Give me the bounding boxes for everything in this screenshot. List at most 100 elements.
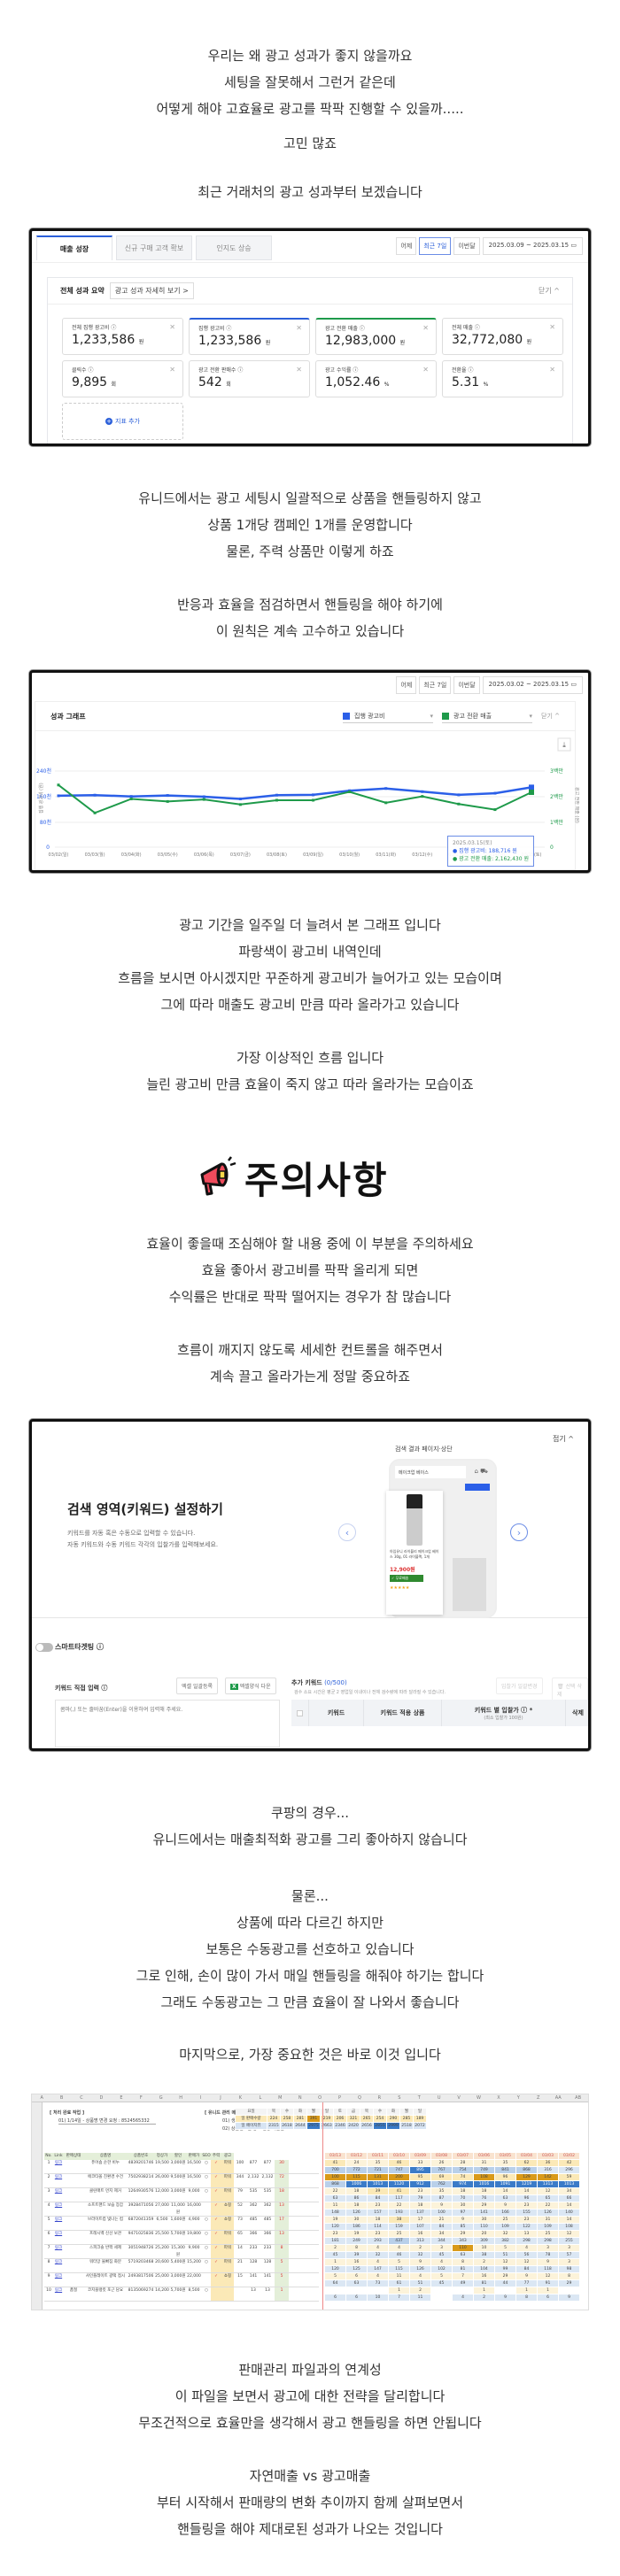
select-all-checkbox[interactable]: [291, 1700, 309, 1726]
delete-selected-button[interactable]: 🗑 선택 삭제: [552, 1677, 588, 1702]
close-icon[interactable]: ✕: [296, 324, 302, 332]
svg-text:03/09(일): 03/09(일): [303, 852, 323, 858]
close-icon[interactable]: ✕: [169, 366, 175, 374]
excel-download-button[interactable]: X 엑셀양식 다운: [225, 1677, 276, 1694]
range-7days-button[interactable]: 최근 7일: [419, 676, 452, 694]
metric-unit: 회: [226, 382, 231, 388]
metric-label: 전체 집행 광고비 ⓘ: [72, 325, 117, 331]
plus-icon: +: [105, 418, 112, 425]
metric-value: 12,983,000: [325, 334, 397, 348]
metric-value: 9,895: [72, 375, 108, 389]
svg-text:03/11(화): 03/11(화): [376, 852, 396, 858]
close-icon[interactable]: ✕: [549, 366, 555, 374]
section-desc: 키워드를 자동 혹은 수동으로 입력할 수 있습니다.: [67, 1530, 196, 1537]
excel-upload-button[interactable]: 엑셀 일괄등록: [176, 1677, 219, 1694]
close-button[interactable]: 닫기 ^: [541, 713, 560, 720]
section-title: 검색 영역(키워드) 설정하기: [67, 1501, 223, 1517]
body-line: 가장 이상적인 흐름 입니다: [236, 1050, 384, 1066]
download-button: [557, 737, 571, 752]
metric-unit: 원: [265, 340, 271, 346]
performance-graph-screenshot: 어제 최근 7일 이번달 2025.03.02 ~ 2025.03.15 ▭ 성…: [29, 670, 591, 873]
svg-text:03/06(목): 03/06(목): [194, 852, 214, 858]
metric-unit: 원: [526, 339, 532, 345]
tab-awareness[interactable]: 인지도 상승: [196, 235, 272, 260]
svg-text:03/07(금): 03/07(금): [230, 852, 251, 858]
detail-view-button[interactable]: 광고 성과 자세히 보기 >: [109, 282, 194, 299]
intro-worry: 고민 많죠: [283, 135, 337, 151]
close-icon[interactable]: ✕: [169, 323, 175, 331]
range-month-button[interactable]: 이번달: [453, 676, 480, 694]
memo-right-title: [ 유니드 관리 메모 ]: [205, 2110, 244, 2116]
close-icon[interactable]: ✕: [422, 324, 429, 332]
green-swatch-icon: [442, 712, 450, 720]
section-desc: 자동 키워드와 수동 키워드 각각의 입찰가를 입력해보세요.: [67, 1541, 219, 1548]
body-line: 그로 인해, 손이 많이 가서 매일 핸들링을 해줘야 하기는 합니다: [136, 1968, 484, 1984]
body-line: 그래도 수동광고는 그 만큼 효율이 잘 나와서 좋습니다: [160, 1994, 460, 2010]
intro-text: 우리는 왜 광고 성과가 좋지 않을까요 세팅을 잘못해서 그런거 같은데 어떻…: [0, 42, 620, 122]
close-icon[interactable]: ✕: [549, 323, 555, 331]
metric-unit: %: [384, 382, 390, 388]
metric-label: 광고 수익률 ⓘ: [325, 367, 359, 374]
body-line: 상품에 따라 다르긴 하지만: [236, 1915, 384, 1931]
col-applied-product: 키워드 적용 상품: [364, 1700, 442, 1726]
svg-text:03/02(일): 03/02(일): [49, 852, 69, 858]
tab-sales-growth[interactable]: 매출 성장: [36, 235, 112, 260]
range-yesterday-button[interactable]: 어제: [396, 676, 417, 694]
body-line: 효율 좋아서 광고비를 팍팍 올리게 되면: [201, 1262, 419, 1278]
svg-text:0: 0: [46, 845, 50, 851]
date-picker[interactable]: 2025.03.09 ~ 2025.03.15 ▭: [482, 237, 583, 255]
calendar-icon: ▭: [570, 681, 577, 688]
product-price: 12,900원: [390, 1567, 415, 1573]
add-metric-label: 지표 추가: [115, 418, 140, 425]
excel-download-label: 엑셀양식 다운: [239, 1684, 271, 1690]
body-line: 유니드에서는 광고 세팅시 일괄적으로 상품을 핸들링하지 않고: [138, 490, 482, 506]
smart-targeting-toggle[interactable]: [35, 1643, 53, 1652]
series-select-revenue[interactable]: 광고 전환 매출▾: [442, 710, 533, 723]
metric-value: 32,772,080: [452, 333, 523, 347]
range-month-button[interactable]: 이번달: [453, 237, 480, 255]
ad-summary-screenshot: 매출 성장 신규 구매 고객 확보 인지도 상승 어제 최근 7일 이번달 20…: [29, 228, 591, 446]
metric-label: 집행 광고비 ⓘ: [198, 326, 232, 332]
metric-value: 1,233,586: [198, 334, 262, 348]
date-picker[interactable]: 2025.03.02 ~ 2025.03.15 ▭: [482, 676, 583, 694]
keyword-settings-screenshot: 검색 영역(키워드) 설정하기 키워드를 자동 혹은 수동으로 입력할 수 있습…: [29, 1419, 591, 1751]
add-metric-button[interactable]: +지표 추가: [62, 403, 183, 440]
series-select-spend[interactable]: 집행 광고비▾: [343, 710, 434, 723]
product-name: 아임유니 라이블리 메이크업 베이스 30g, 01 라이블랙, 1개: [390, 1549, 439, 1559]
tab-bar: 매출 성장 신규 구매 고객 확보 인지도 상승: [36, 235, 275, 260]
body-line: 이 파일을 보면서 광고에 대한 전략을 달리합니다: [174, 2388, 446, 2404]
range-7days-button[interactable]: 최근 7일: [419, 237, 452, 255]
close-icon[interactable]: ✕: [296, 366, 302, 374]
svg-text:03/08(토): 03/08(토): [267, 852, 287, 858]
body-line: 핸들링을 해야 제대로된 성과가 나오는 것입니다: [177, 2521, 443, 2537]
body-line: 물론...: [291, 1888, 329, 1904]
close-icon[interactable]: ✕: [422, 366, 429, 374]
added-keywords-label: 추가 키워드: [291, 1679, 322, 1686]
body-line: 이 원칙은 계속 고수하고 있습니다: [215, 623, 405, 639]
intro-line: 세팅을 잘못해서 그런거 같은데: [224, 74, 396, 90]
svg-text:160천: 160천: [36, 793, 51, 800]
memo-left-line: 01) 1/14일 - 상품명 변경 요청 : 8524565332: [58, 2117, 156, 2125]
svg-text:03/12(수): 03/12(수): [412, 852, 432, 858]
carousel-next-button[interactable]: ›: [510, 1523, 528, 1541]
body-line: 물론, 주력 상품만 이렇게 하죠: [226, 544, 394, 559]
date-range-value: 2025.03.09 ~ 2025.03.15: [488, 242, 570, 249]
metric-label: 광고 전환 매출 ⓘ: [325, 326, 365, 332]
close-button[interactable]: 닫기 ^: [539, 287, 560, 295]
keyword-input[interactable]: [55, 1700, 280, 1747]
body-line: 그에 따라 매출도 광고비 만큼 따라 올라가고 있습니다: [160, 997, 460, 1013]
bulk-bid-button[interactable]: 입찰가 일괄변경: [496, 1677, 543, 1694]
carousel-prev-button[interactable]: ‹: [338, 1523, 356, 1541]
fold-button[interactable]: 접기 ^: [553, 1435, 574, 1443]
svg-text:03/05(수): 03/05(수): [158, 852, 178, 858]
tab-new-customers[interactable]: 신규 구매 고객 확보: [116, 235, 192, 260]
graph-title: 성과 그래프: [50, 712, 86, 721]
keyword-input-label: 키워드 직접 입력 ⓘ: [55, 1685, 108, 1692]
shipping-badge: ✓ 무료배송: [390, 1575, 423, 1582]
metric-value: 1,052.46: [325, 375, 381, 389]
svg-text:집행 광고비 (원): 집행 광고비 (원): [38, 783, 44, 814]
smart-targeting-label: 스마트타겟팅 ⓘ: [55, 1643, 104, 1651]
range-yesterday-button[interactable]: 어제: [396, 237, 417, 255]
